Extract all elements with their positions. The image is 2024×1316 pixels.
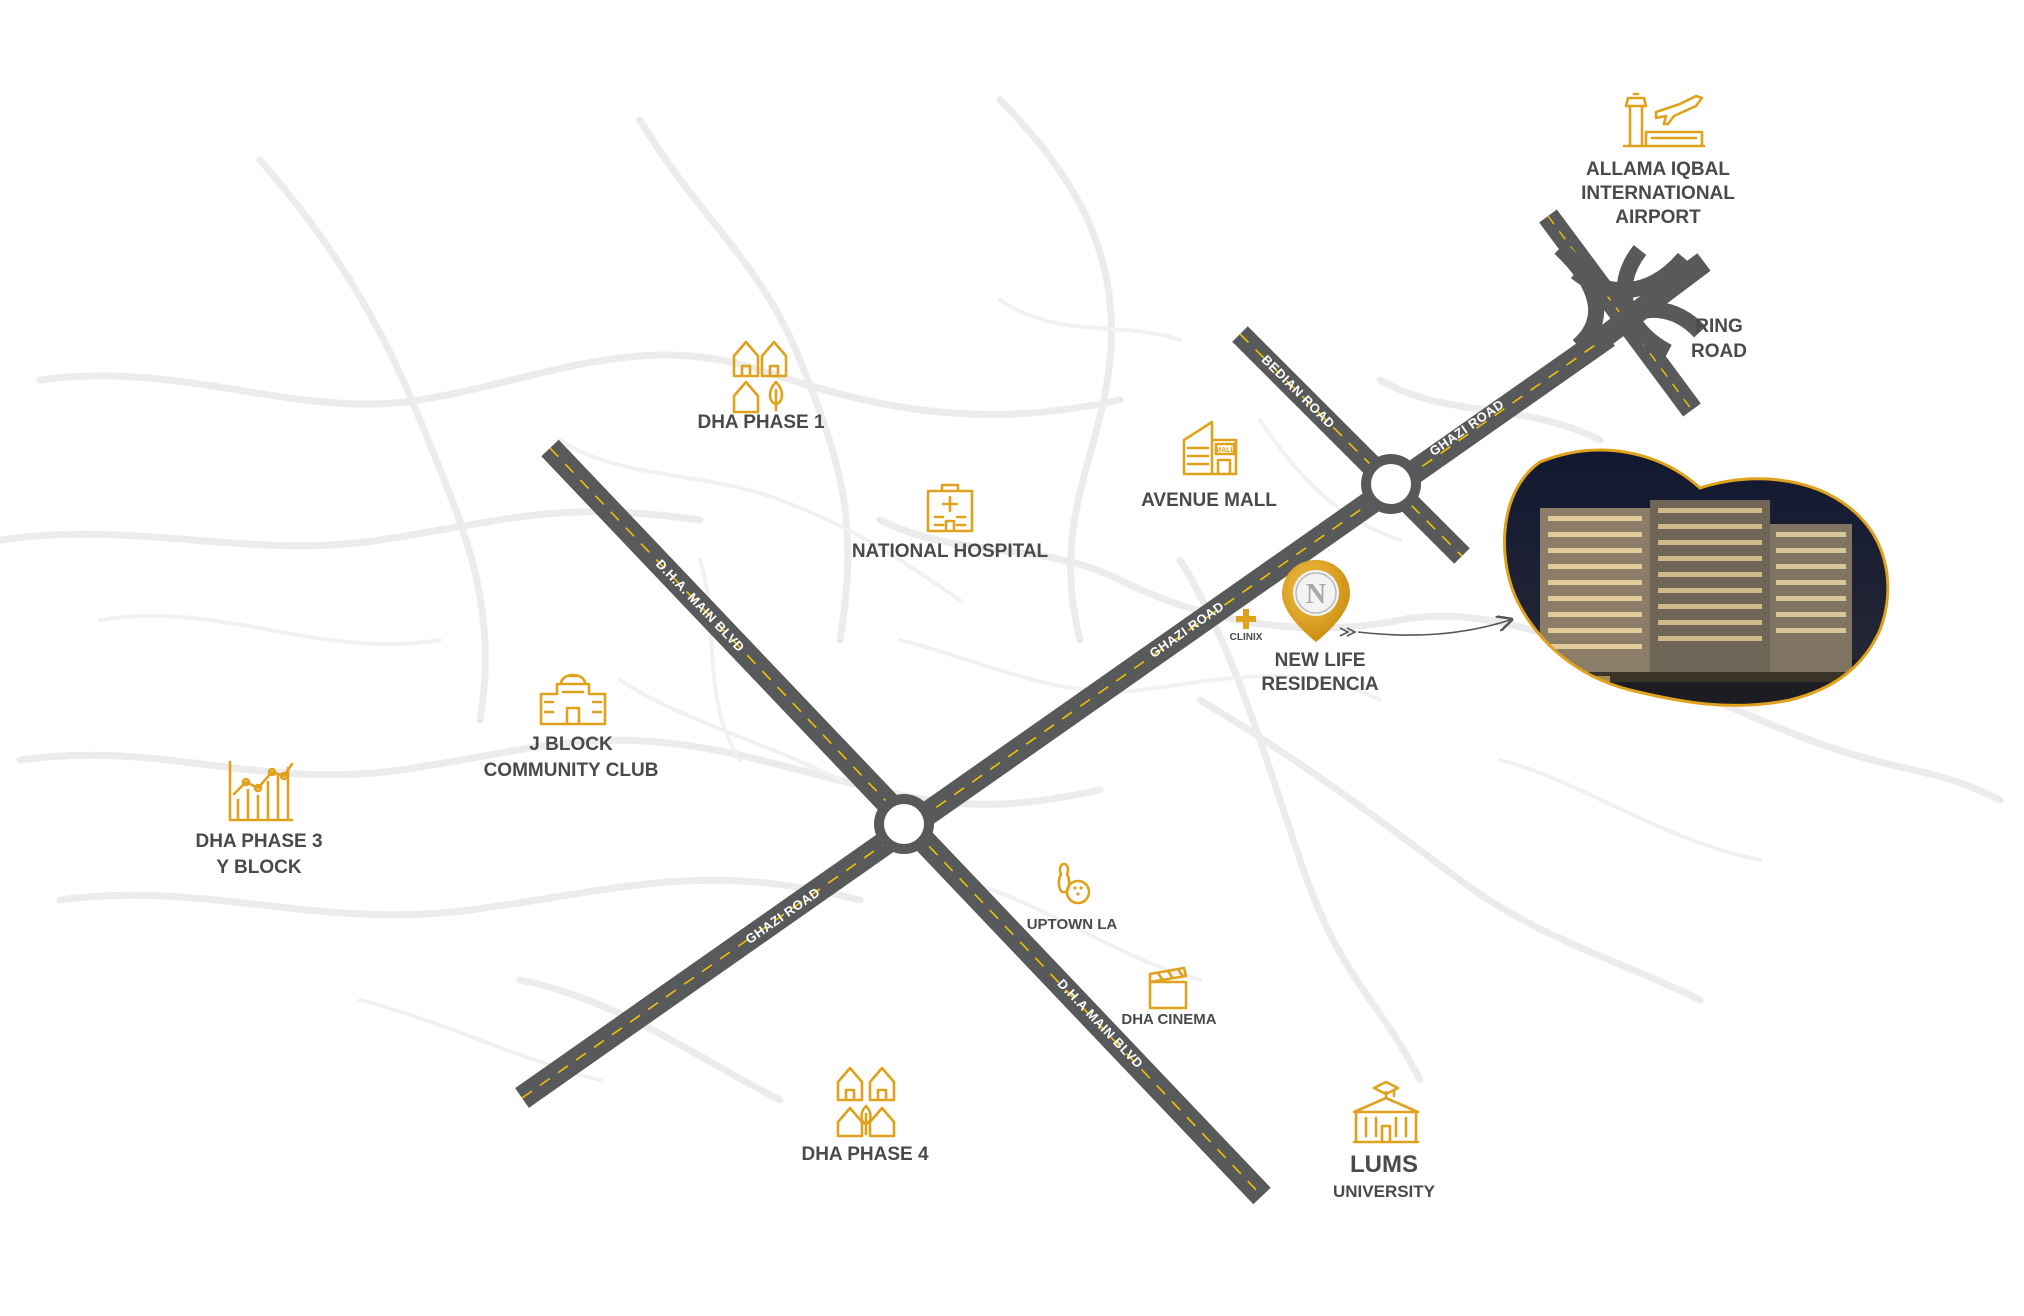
uptown-la-label: UPTOWN LA <box>1027 916 1118 933</box>
road-ghazi-road <box>515 326 1615 1108</box>
national-hospital-label: NATIONAL HOSPITAL <box>852 541 1049 562</box>
pointer-arrow <box>1339 620 1510 637</box>
dha-phase-3-label-line-1: DHA PHASE 3 <box>195 831 322 852</box>
project-logo: N <box>1306 579 1326 610</box>
building-render-image <box>1502 448 1890 707</box>
avenue-mall-label: AVENUE MALL <box>1141 490 1277 511</box>
project-label-line-2: RESIDENCIA <box>1261 674 1378 695</box>
houses-icon <box>732 340 788 414</box>
dha-phase-1-label: DHA PHASE 1 <box>697 412 824 433</box>
roundabout-main <box>874 794 934 854</box>
airport-icon <box>1622 92 1706 148</box>
airport-label-line-3: AIRPORT <box>1615 207 1701 228</box>
road-bedian-road <box>1232 326 1470 564</box>
dha-cinema-label: DHA CINEMA <box>1121 1011 1216 1028</box>
growth-chart-icon <box>228 760 294 822</box>
ring-road-label-line-1: RING <box>1695 316 1743 337</box>
clapperboard-icon <box>1148 966 1188 1010</box>
community-club-icon <box>539 673 607 726</box>
road-label-dha-main-blvd-1: D.H.A. MAIN BLVD <box>653 556 748 655</box>
road-label-bedian-road: BEDIAN ROAD <box>1259 352 1338 431</box>
clinix-label: CLINIX <box>1230 632 1263 643</box>
j-block-label-line-1: J BLOCK <box>529 734 613 755</box>
ring-road-label-line-2: ROAD <box>1691 341 1747 362</box>
j-block-label-line-2: COMMUNITY CLUB <box>484 760 659 781</box>
dha-phase-4-label: DHA PHASE 4 <box>801 1144 928 1165</box>
dha-phase-3-label-line-2: Y BLOCK <box>216 857 301 878</box>
houses-icon-2 <box>836 1066 896 1138</box>
hospital-icon <box>926 483 974 533</box>
ring-road-interchange <box>1539 209 1711 417</box>
mall-sign-text: MALL <box>1215 447 1235 454</box>
university-icon <box>1352 1080 1420 1144</box>
clinix-icon <box>1236 609 1256 629</box>
background-streets <box>0 96 2004 1104</box>
location-pin-icon <box>1282 560 1350 642</box>
road-label-ghazi-road-1: GHAZI ROAD <box>743 884 823 946</box>
bowling-icon <box>1057 862 1091 905</box>
mall-icon <box>1182 420 1238 476</box>
roundabout-bedian <box>1361 454 1421 514</box>
airport-label-line-1: ALLAMA IQBAL <box>1586 159 1730 180</box>
airport-label-line-2: INTERNATIONAL <box>1581 183 1735 204</box>
lums-label: LUMS <box>1350 1151 1418 1178</box>
project-label-line-1: NEW LIFE <box>1275 650 1366 671</box>
university-label: UNIVERSITY <box>1333 1182 1436 1201</box>
